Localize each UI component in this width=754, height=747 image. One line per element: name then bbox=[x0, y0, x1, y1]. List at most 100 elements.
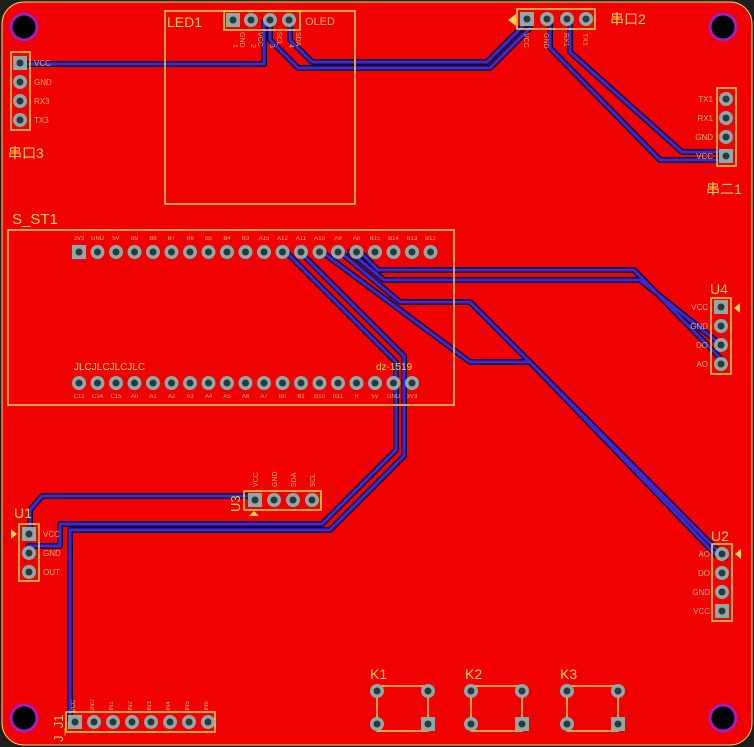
s-st1-top-pin-label: B3 bbox=[242, 236, 250, 242]
serial2-pin-hole bbox=[523, 15, 531, 23]
serial2-pin-label: RX1 bbox=[562, 33, 569, 47]
s-st1-top-pin-hole bbox=[408, 248, 416, 256]
serial3-outline bbox=[10, 51, 31, 131]
led1-pin-number: 1 bbox=[231, 44, 238, 48]
s-st1-bottom-pin-hole bbox=[334, 379, 342, 387]
u1-outline bbox=[18, 523, 40, 582]
component-serial-right: TX1 RX1 GND VCC 串二1 bbox=[695, 87, 742, 197]
s-st1-top-pin-label: B15 bbox=[370, 236, 381, 242]
j1-pin-hole bbox=[185, 718, 193, 726]
u2-pin1-marker bbox=[735, 549, 741, 559]
s-st1-bottom-pin-hole bbox=[242, 379, 249, 387]
k3-pin-hole bbox=[614, 720, 622, 728]
s-st1-bottom-pin-label: B0 bbox=[279, 394, 287, 400]
u3-pin-hole bbox=[251, 496, 259, 504]
s-st1-top-pin-hole bbox=[112, 248, 120, 256]
serial3-pin-label: TX3 bbox=[34, 116, 49, 125]
s-st1-top-pin-hole bbox=[94, 248, 101, 256]
j1-pin-label: IN1 bbox=[109, 701, 115, 711]
u3-pin-label: SDA bbox=[291, 472, 298, 487]
s-st1-bottom-pin-label: C14 bbox=[92, 394, 104, 400]
u3-pin-label: GND bbox=[272, 471, 279, 487]
s-st1-bottom-pin-hole bbox=[297, 379, 305, 387]
mount-hole-top-right bbox=[708, 12, 738, 42]
j1-pin-label: IN5 bbox=[185, 701, 191, 711]
component-k2: K2 bbox=[464, 666, 529, 732]
serial3-pin-label: RX3 bbox=[34, 97, 50, 106]
k2-outline bbox=[470, 685, 523, 732]
u3-pin-label: SCL bbox=[310, 473, 317, 487]
component-u1: U1 VCC GND OUT bbox=[11, 505, 61, 582]
serial3-pin-hole bbox=[16, 116, 24, 124]
serial2-designator: 串口2 bbox=[610, 11, 646, 27]
u3-pin-hole bbox=[289, 496, 297, 504]
s-st1-bottom-pin-label: 5V bbox=[371, 394, 378, 400]
s-st1-bottom-pin-label: B11 bbox=[333, 394, 344, 400]
u1-pin1-marker bbox=[11, 529, 17, 539]
s-st1-bottom-pin-hole bbox=[205, 379, 212, 387]
led1-pin-label: SDA bbox=[294, 32, 301, 47]
s-st1-bottom-pin-hole bbox=[353, 379, 360, 387]
s-st1-top-pin-hole bbox=[390, 248, 397, 256]
led1-pin-hole bbox=[247, 16, 255, 24]
s-st1-top-pin-label: B13 bbox=[407, 236, 418, 242]
s-st1-top-pin-label: 5V bbox=[112, 236, 119, 242]
u2-pin-hole bbox=[718, 588, 726, 596]
serial3-pin-hole bbox=[16, 78, 24, 86]
s-st1-bottom-pin-hole bbox=[316, 379, 323, 387]
s-st1-bottom-pin-label: C15 bbox=[110, 394, 122, 400]
component-serial2: 串口2 VCC GND RX1 TX1 bbox=[508, 8, 646, 49]
mount-hole-top-left bbox=[9, 12, 39, 42]
u4-pin-hole bbox=[717, 360, 725, 368]
u3-pin-hole bbox=[308, 496, 316, 504]
s-st1-top-pin-hole bbox=[75, 248, 83, 256]
u2-pin-label: DO bbox=[698, 569, 710, 578]
u2-pin-label: VCC bbox=[693, 607, 710, 616]
component-serial3: VCC GND RX3 TX3 串口3 bbox=[8, 51, 52, 161]
s-st1-top-pin-label: B14 bbox=[388, 236, 399, 242]
u2-designator: U2 bbox=[711, 528, 729, 544]
s-st1-top-pin-hole bbox=[186, 248, 194, 256]
serial2-pin-hole bbox=[582, 15, 590, 23]
serial-right-outline bbox=[716, 87, 737, 167]
s-st1-bottom-pin-label: C13 bbox=[73, 394, 85, 400]
u4-pin-label: AO bbox=[696, 360, 708, 369]
j1-pin-label: IN2 bbox=[128, 701, 134, 711]
j1-pin-hole bbox=[109, 718, 117, 726]
component-u2: U2 AO DO GND VCC bbox=[692, 528, 741, 622]
u4-pin1-marker bbox=[734, 303, 740, 313]
serial-right-pin-hole bbox=[722, 152, 730, 160]
s-st1-top-pin-hole bbox=[427, 248, 434, 256]
u4-pin-label: DO bbox=[696, 341, 708, 350]
s-st1-model-text: dz-1519 bbox=[376, 362, 413, 373]
serial2-pin-label: GND bbox=[542, 33, 549, 49]
s-st1-top-pin-hole bbox=[279, 248, 286, 256]
s-st1-top-pin-label: A10 bbox=[314, 236, 325, 242]
serial3-pin-label: GND bbox=[34, 78, 52, 87]
s-st1-top-pin-label: B6 bbox=[186, 236, 194, 242]
serial-right-pin-hole bbox=[722, 114, 730, 122]
s-st1-top-pin-label: A8 bbox=[353, 236, 361, 242]
u2-pin-hole bbox=[718, 607, 726, 615]
serial-right-pin-label: RX1 bbox=[697, 114, 713, 123]
component-u3: U3 VCC GND SDA SCL bbox=[228, 471, 322, 516]
s-st1-bottom-pin-hole bbox=[371, 379, 379, 387]
mounting-holes bbox=[9, 12, 738, 733]
led1-pins bbox=[226, 13, 296, 27]
led1-pin-numbers: 1 2 3 4 bbox=[231, 44, 294, 48]
s-st1-bottom-pin-hole bbox=[186, 379, 194, 387]
u4-pin-hole bbox=[717, 341, 725, 349]
component-led1: LED1 OLED 1 2 3 4 GND VCC SCL SDA bbox=[164, 10, 356, 205]
j1-pin-hole bbox=[204, 718, 212, 726]
k2-designator: K2 bbox=[465, 666, 482, 682]
s-st1-bottom-pin-hole bbox=[390, 379, 397, 387]
k1-designator: K1 bbox=[370, 666, 387, 682]
k2-pin-hole bbox=[467, 720, 475, 728]
s-st1-top-pin-label: B8 bbox=[149, 236, 157, 242]
k2-pin-hole bbox=[518, 720, 526, 728]
s-st1-top-pin-hole bbox=[205, 248, 212, 256]
led1-pin-labels: GND VCC SCL SDA bbox=[238, 32, 301, 48]
